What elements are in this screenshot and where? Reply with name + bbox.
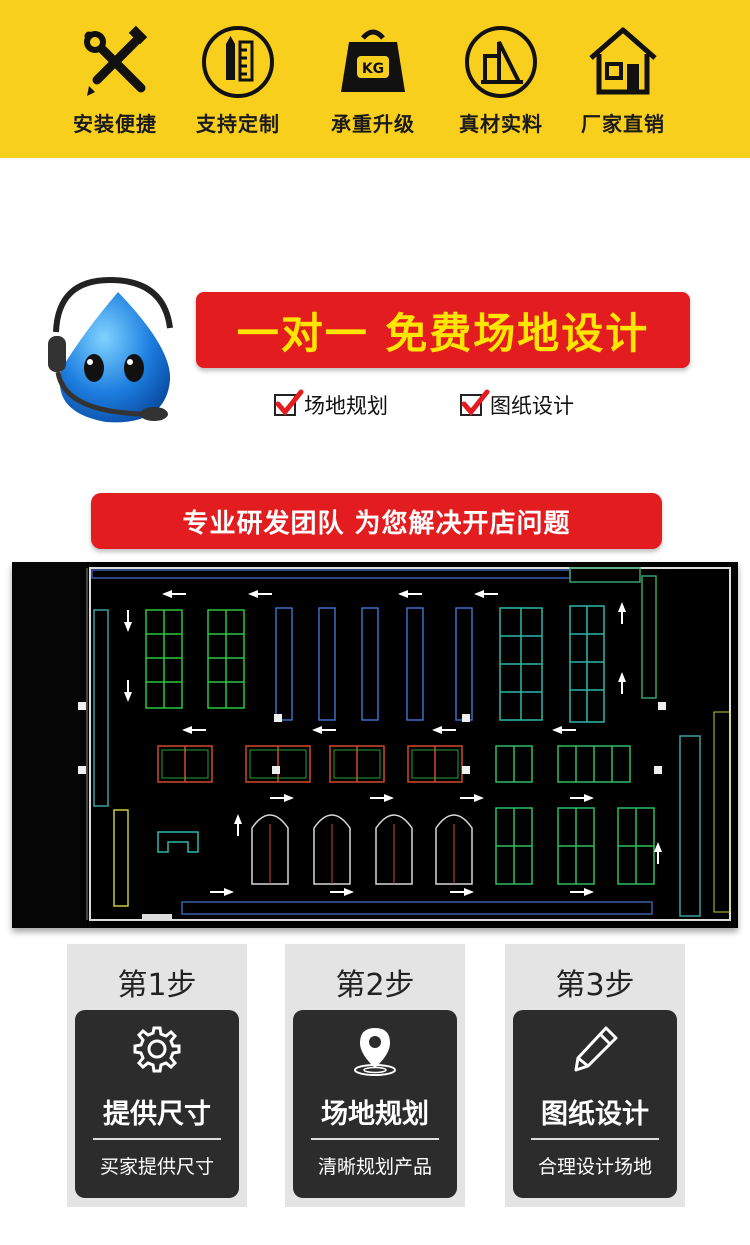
step-card: 提供尺寸 买家提供尺寸 <box>75 1010 239 1198</box>
step-title: 提供尺寸 <box>103 1099 211 1130</box>
feature-material: 真材实料 <box>436 22 566 137</box>
step-title: 图纸设计 <box>541 1099 649 1130</box>
feature-custom: 支持定制 <box>173 22 303 137</box>
step-number: 第2步 <box>335 968 415 1003</box>
feature-label: 安装便捷 <box>73 112 157 136</box>
pencil-icon <box>574 1026 618 1072</box>
check-label: 图纸设计 <box>490 394 574 418</box>
check-site-planning: 场地规划 <box>274 389 388 420</box>
divider <box>311 1138 439 1140</box>
material-icon <box>465 26 537 98</box>
ruler-pencil-icon <box>202 26 274 98</box>
feature-bar: 安装便捷 支持定制 KG 承重升级 真材实料 <box>0 0 750 158</box>
divider <box>93 1138 221 1140</box>
step-number: 第3步 <box>555 968 635 1003</box>
divider <box>531 1138 659 1140</box>
team-banner: 专业研发团队 为您解决开店问题 <box>91 493 662 549</box>
free-design-headline: 一对一 免费场地设计 <box>236 308 650 358</box>
step-card: 场地规划 清晰规划产品 <box>293 1010 457 1198</box>
feature-factory: 厂家直销 <box>558 22 688 137</box>
step-2: 第2步 场地规划 清晰规划产品 <box>285 944 465 1207</box>
weight-kg-icon: KG <box>341 29 405 92</box>
feature-label: 真材实料 <box>459 112 543 136</box>
step-card: 图纸设计 合理设计场地 <box>513 1010 677 1198</box>
weight-icon-text: KG <box>362 61 384 77</box>
factory-house-icon <box>589 27 657 95</box>
store-floor-plan-image <box>12 562 738 928</box>
feature-label: 承重升级 <box>331 112 415 136</box>
customer-service-mascot <box>48 276 173 423</box>
step-subtitle: 合理设计场地 <box>537 1156 652 1178</box>
feature-weight: KG 承重升级 <box>308 22 438 137</box>
team-banner-text: 专业研发团队 为您解决开店问题 <box>182 508 571 539</box>
feature-label: 厂家直销 <box>581 112 665 136</box>
step-subtitle: 清晰规划产品 <box>317 1156 432 1178</box>
checkbox-icon <box>460 389 490 416</box>
feature-install: 安装便捷 <box>50 22 180 137</box>
step-1: 第1步 提供尺寸 买家提供尺寸 <box>67 944 247 1207</box>
step-number: 第1步 <box>117 968 197 1003</box>
check-drawing-design: 图纸设计 <box>460 389 574 420</box>
checkbox-icon <box>274 389 304 416</box>
feature-label: 支持定制 <box>196 112 280 136</box>
free-design-banner: 一对一 免费场地设计 <box>196 292 690 368</box>
wrench-screwdriver-icon <box>84 25 148 96</box>
check-label: 场地规划 <box>304 394 388 418</box>
step-3: 第3步 图纸设计 合理设计场地 <box>505 944 685 1207</box>
location-pin-icon <box>354 1028 396 1076</box>
gear-icon <box>133 1026 181 1073</box>
step-title: 场地规划 <box>321 1099 429 1130</box>
step-subtitle: 买家提供尺寸 <box>99 1156 214 1178</box>
